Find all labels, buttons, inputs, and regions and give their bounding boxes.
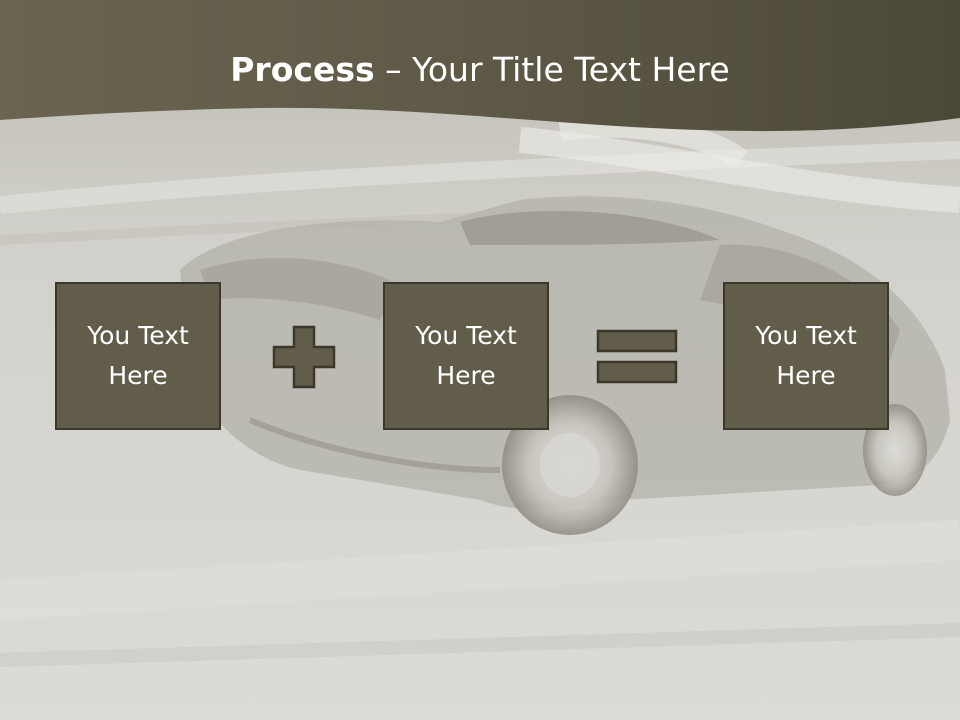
title-bold: Process	[230, 50, 375, 89]
process-box-2: You Text Here	[383, 282, 549, 430]
process-box-1: You Text Here	[55, 282, 221, 430]
box-text: You Text Here	[415, 321, 517, 390]
box-text: You Text Here	[755, 321, 857, 390]
title-text: Your Title Text Here	[412, 50, 730, 89]
equals-icon	[596, 329, 678, 384]
plus-icon	[272, 325, 336, 389]
slide-title: Process – Your Title Text Here	[0, 50, 960, 89]
box-text: You Text Here	[87, 321, 189, 390]
title-separator: –	[374, 50, 413, 89]
process-box-3: You Text Here	[723, 282, 889, 430]
